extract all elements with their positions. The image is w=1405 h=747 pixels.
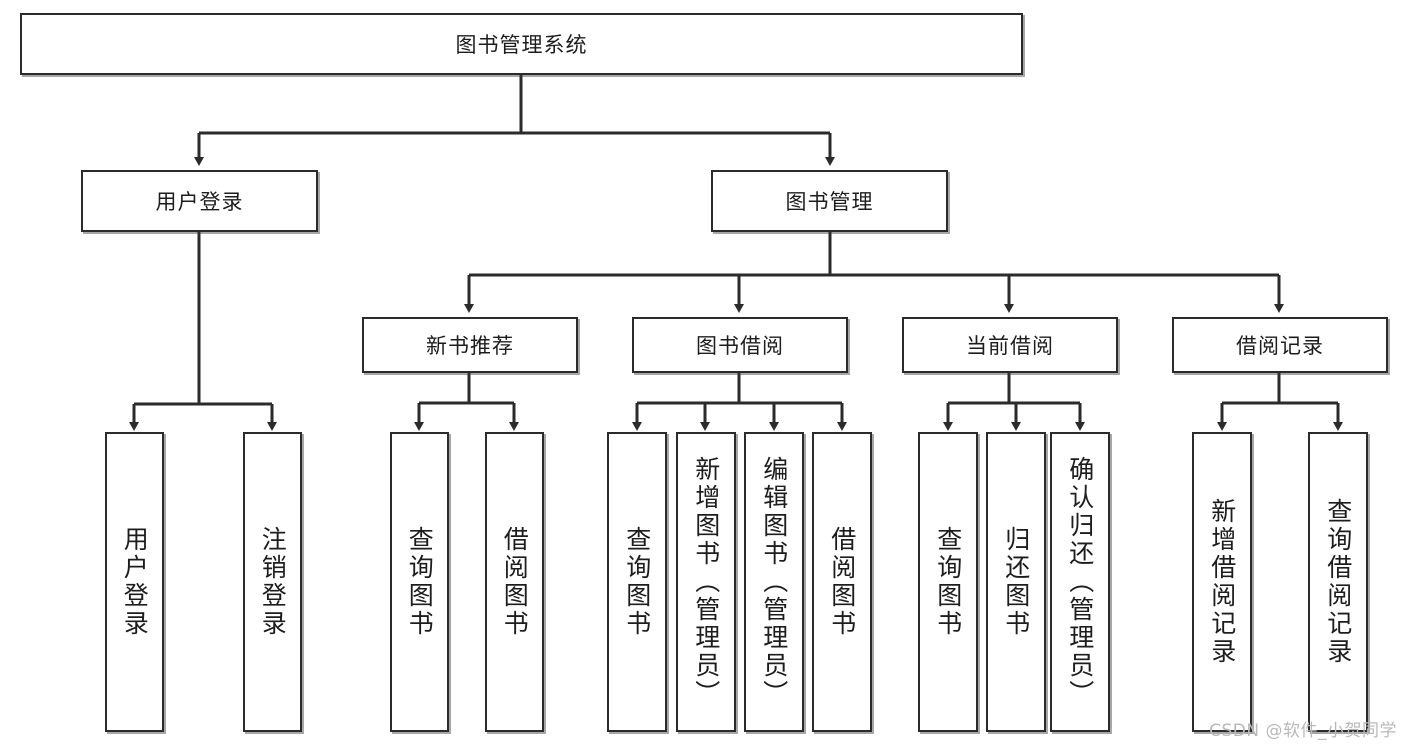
leaf-add-book[interactable]: 新增图书（管理员） bbox=[676, 432, 736, 732]
leaf-query-book-recommend[interactable]: 查询图书 bbox=[390, 432, 449, 732]
csdn-watermark: CSDN @软件_小贺同学 bbox=[1209, 721, 1397, 741]
leaf-query-book-borrow[interactable]: 查询图书 bbox=[607, 432, 667, 732]
leaf-return-book[interactable]: 归还图书 bbox=[986, 432, 1046, 732]
node-current-borrow[interactable]: 当前借阅 bbox=[902, 317, 1118, 373]
node-borrow-record[interactable]: 借阅记录 bbox=[1172, 317, 1388, 373]
leaf-query-borrow-record[interactable]: 查询借阅记录 bbox=[1308, 432, 1368, 732]
leaf-edit-book[interactable]: 编辑图书（管理员） bbox=[744, 432, 804, 732]
leaf-confirm-return[interactable]: 确认归还（管理员） bbox=[1050, 432, 1110, 732]
leaf-add-borrow-record[interactable]: 新增借阅记录 bbox=[1192, 432, 1252, 732]
node-book-management[interactable]: 图书管理 bbox=[711, 170, 948, 232]
node-user-login[interactable]: 用户登录 bbox=[81, 170, 318, 232]
node-book-management-system[interactable]: 图书管理系统 bbox=[20, 13, 1023, 75]
node-new-book-recommend[interactable]: 新书推荐 bbox=[362, 317, 578, 373]
leaf-logout-login[interactable]: 注销登录 bbox=[243, 432, 302, 732]
leaf-user-login[interactable]: 用户登录 bbox=[105, 432, 164, 732]
leaf-query-book-current[interactable]: 查询图书 bbox=[918, 432, 978, 732]
leaf-borrow-book[interactable]: 借阅图书 bbox=[812, 432, 872, 732]
leaf-borrow-book-recommend[interactable]: 借阅图书 bbox=[485, 432, 544, 732]
node-book-borrow[interactable]: 图书借阅 bbox=[632, 317, 848, 373]
